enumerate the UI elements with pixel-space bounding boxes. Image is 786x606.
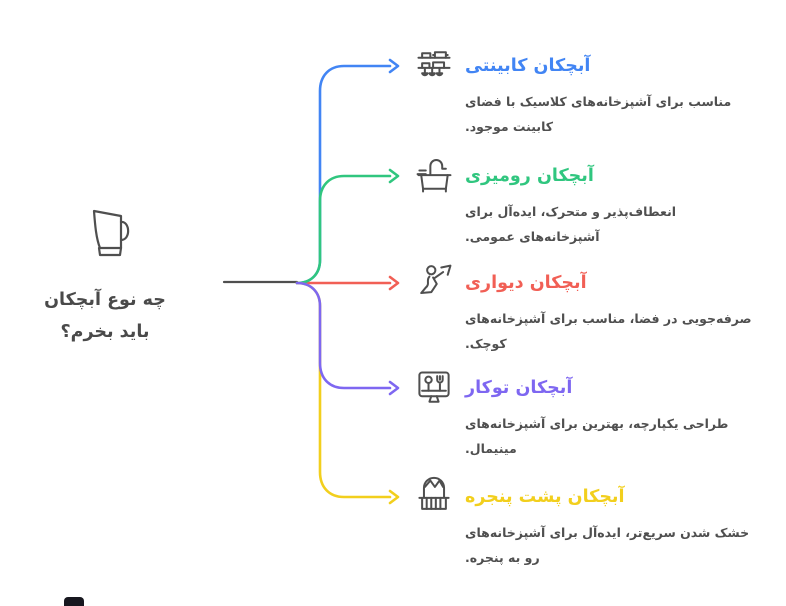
branch-item-cabinet: آبچکان کابینتی مناسب برای آشپزخانه‌های ک…	[413, 43, 778, 155]
branch-line-built-in	[295, 281, 392, 390]
branch-item-countertop: آبچکان رومیزی انعطاف‌پذیر و متحرک، ایده‌…	[413, 153, 778, 265]
countertop-rack-icon	[416, 159, 452, 193]
branch-title-window: آبچکان پشت پنجره	[465, 487, 625, 507]
branch-title-countertop: آبچکان رومیزی	[465, 166, 594, 186]
branch-description-wall-mount: صرفه‌جویی در فضا، مناسب برای آشپزخانه‌ها…	[465, 311, 752, 351]
wall-mount-rack-icon	[420, 264, 452, 295]
built-in-rack-icon	[418, 371, 450, 403]
branch-line-window	[295, 281, 392, 499]
branch-description-window: خشک شدن سریع‌تر، ایده‌آل برای آشپزخانه‌ه…	[465, 525, 750, 565]
arrowhead-countertop	[388, 168, 400, 184]
arrowhead-wall-mount	[388, 275, 400, 291]
root-question: چه نوع آبچکان باید بخرم؟	[13, 284, 197, 348]
branch-description-built-in: طراحی یکپارچه، بهترین برای آشپزخانه‌های …	[465, 416, 729, 456]
branch-item-built-in: آبچکان توکار طراحی یکپارچه، بهترین برای …	[413, 365, 778, 477]
root-question-line1: چه نوع آبچکان	[44, 290, 166, 310]
branch-item-wall-mount: آبچکان دیواری صرفه‌جویی در فضا، مناسب بر…	[413, 260, 778, 372]
cabinet-rack-icon	[417, 51, 451, 77]
branch-description-countertop: انعطاف‌پذیر و متحرک، ایده‌آل برای آشپزخا…	[465, 204, 677, 244]
branch-description-cabinet: مناسب برای آشپزخانه‌های کلاسیک با فضای ک…	[465, 94, 732, 134]
branch-item-window: آبچکان پشت پنجره خشک شدن سریع‌تر، ایده‌آ…	[413, 474, 778, 586]
branch-title-wall-mount: آبچکان دیواری	[465, 273, 587, 293]
root-question-line2: باید بخرم؟	[60, 322, 150, 342]
pitcher-icon	[92, 209, 130, 257]
branch-line-countertop	[295, 174, 392, 285]
arrowhead-built-in	[388, 380, 400, 396]
branch-line-cabinet	[295, 64, 392, 285]
branch-title-built-in: آبچکان توکار	[465, 378, 573, 398]
watermark-badge	[64, 597, 84, 606]
window-rack-icon	[418, 476, 450, 510]
arrowhead-window	[388, 489, 400, 505]
arrowhead-cabinet	[388, 58, 400, 74]
branch-title-cabinet: آبچکان کابینتی	[465, 56, 591, 76]
